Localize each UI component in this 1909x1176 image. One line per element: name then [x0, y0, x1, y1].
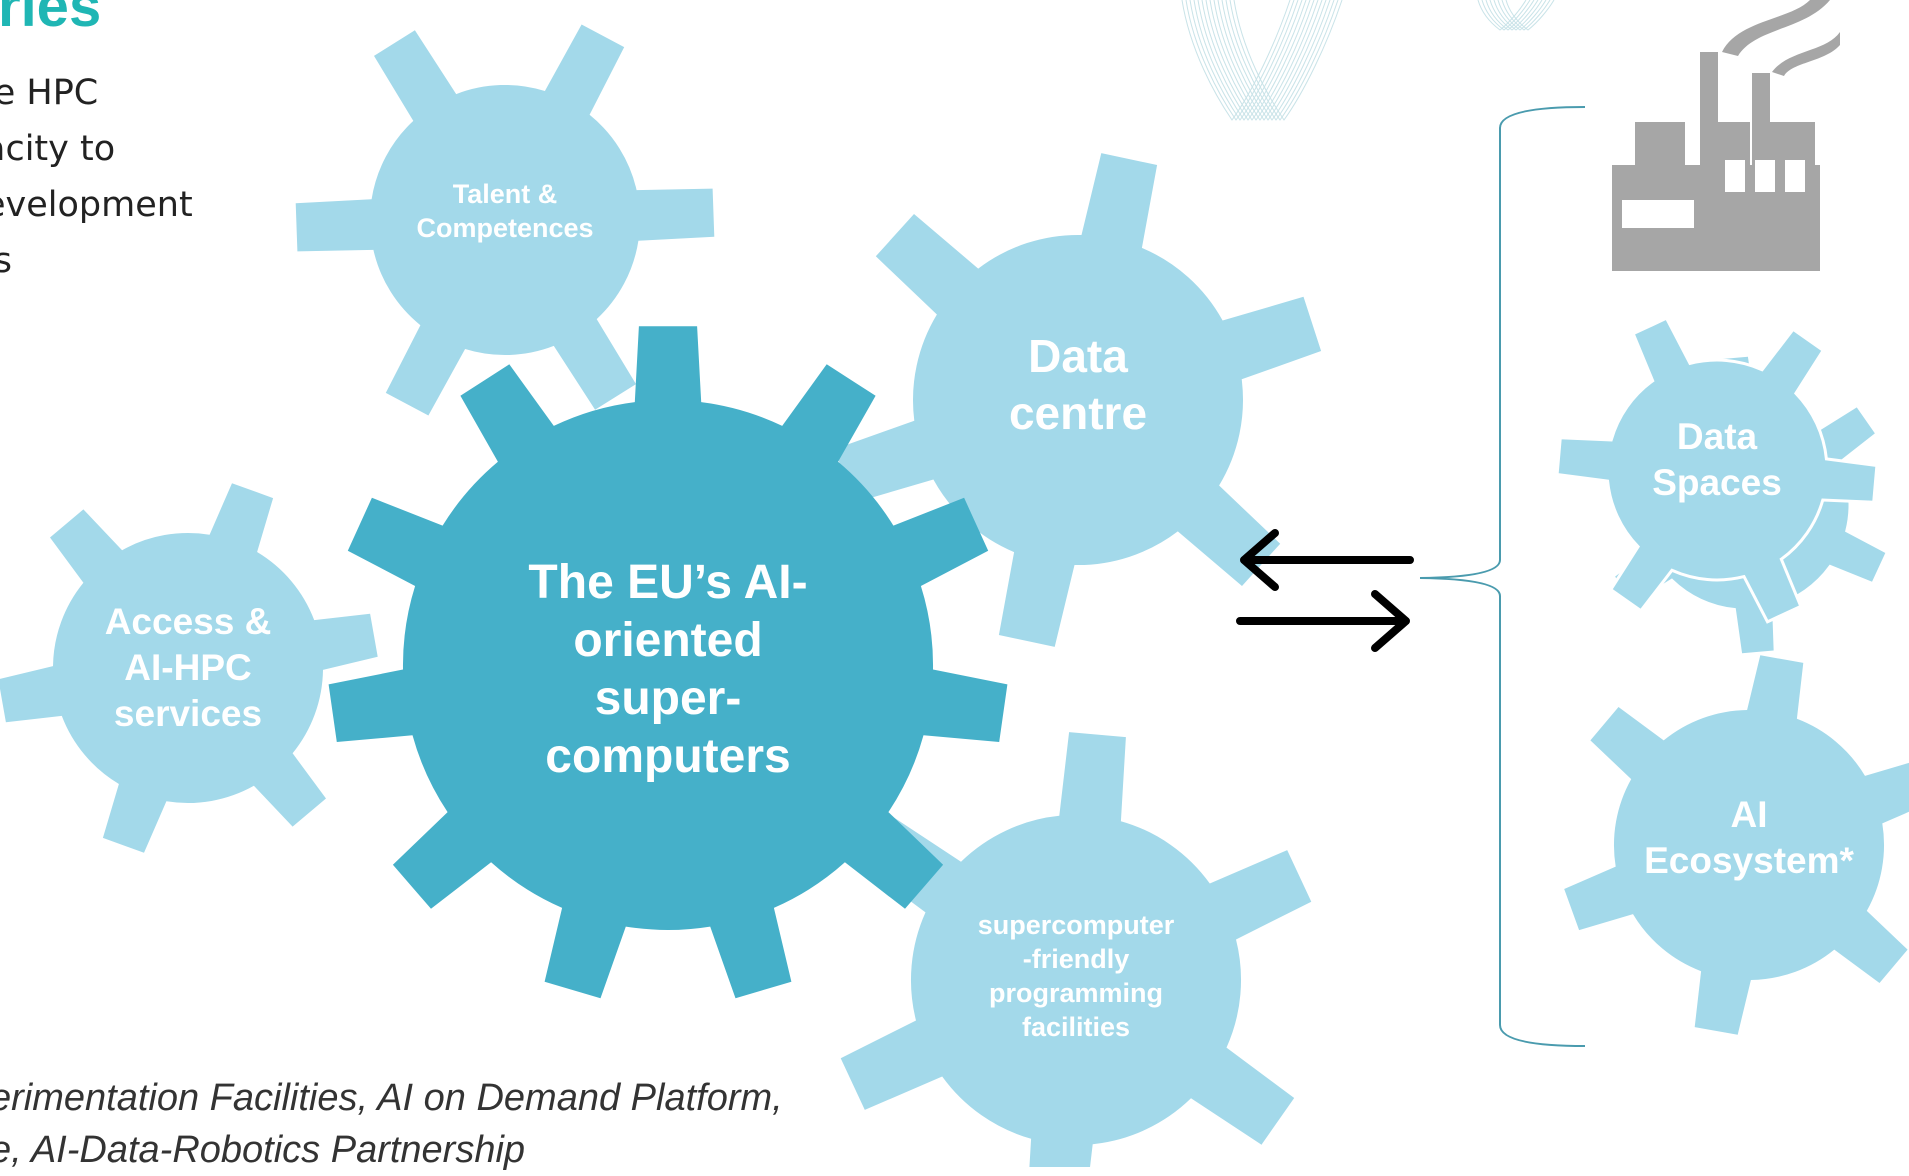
wave-line — [1201, 0, 1311, 121]
factory-icon — [1612, 0, 1840, 271]
wave-line — [1505, 0, 1555, 31]
bidirectional-arrows — [1236, 529, 1414, 652]
gear-ai-ecosystem — [1564, 655, 1909, 1035]
gear-label-data-centre: Data centre — [1008, 330, 1148, 439]
wave-line — [1477, 0, 1527, 31]
wave-line — [1213, 0, 1323, 121]
intro-text: le HPC acity to evelopment ls — [0, 65, 244, 289]
group-bracket — [1419, 106, 1586, 1047]
wave-line — [1205, 0, 1315, 121]
wave-line — [1193, 0, 1303, 121]
wave-line — [1181, 0, 1291, 121]
wave-line — [1209, 0, 1319, 121]
footnote-line: e, AI-Data-Robotics Partnership — [0, 1129, 526, 1171]
wave-line — [1481, 0, 1531, 31]
gear-data-spaces — [1555, 316, 1879, 624]
gear-label-ai-ecosystem: AI Ecosystem* — [1644, 794, 1854, 881]
arrow-left — [1240, 529, 1414, 591]
wave-line — [1493, 0, 1543, 31]
wave-line — [1497, 0, 1547, 31]
gear-label-programming: supercomputer -friendly programming faci… — [977, 910, 1175, 1042]
wave-line — [1501, 0, 1551, 31]
wave-line — [1225, 0, 1335, 121]
gear-label-talent: Talent & Competences — [416, 179, 594, 243]
gear-label-access: Access & AI-HPC services — [104, 601, 272, 734]
footnote-line: erimentation Facilities, AI on Demand Pl… — [0, 1077, 783, 1119]
intro-line: le HPC — [0, 73, 99, 113]
gear-label-data-spaces: Data Spaces — [1652, 416, 1782, 503]
wave-line — [1189, 0, 1299, 121]
gear-data-centre — [834, 153, 1322, 647]
wave-line — [1217, 0, 1327, 121]
intro-line: evelopment — [0, 185, 193, 225]
intro-line: ls — [0, 241, 12, 281]
gear-programming — [840, 732, 1312, 1167]
page-heading: ries — [0, 0, 102, 39]
wave-line — [1221, 0, 1331, 121]
gear-talent — [295, 24, 715, 416]
gear-access — [0, 483, 378, 853]
footnote: erimentation Facilities, AI on Demand Pl… — [0, 1072, 783, 1176]
wave-line — [1485, 0, 1535, 31]
wave-line — [1233, 0, 1343, 121]
wave-line — [1185, 0, 1295, 121]
wave-line — [1197, 0, 1307, 121]
gear-main — [328, 326, 1008, 999]
arrow-right — [1236, 590, 1410, 652]
wave-decoration — [1181, 0, 1555, 121]
gear-label-main: The EU’s AI- oriented super- computers — [528, 556, 808, 783]
intro-line: acity to — [0, 129, 116, 169]
wave-line — [1489, 0, 1539, 31]
wave-line — [1229, 0, 1339, 121]
